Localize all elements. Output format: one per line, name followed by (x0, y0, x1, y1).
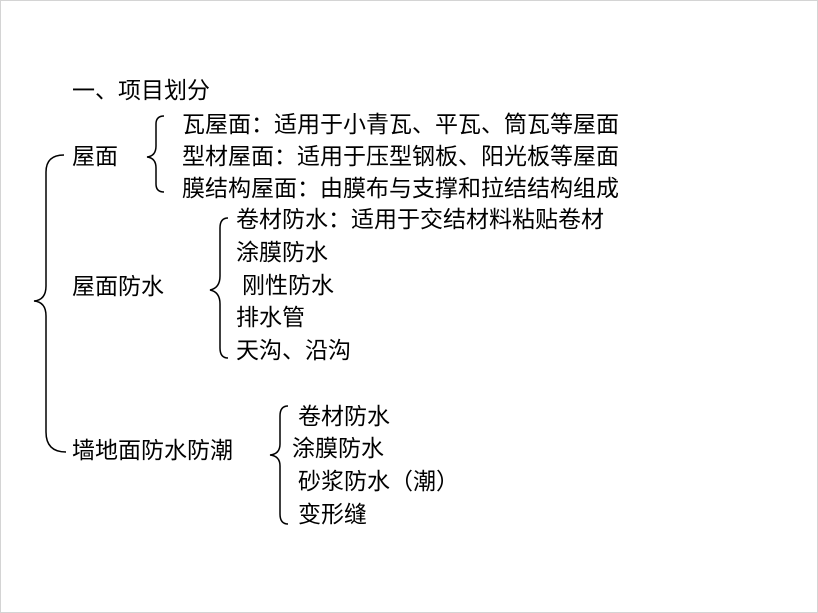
wall-floor-item: 砂浆防水（潮） (298, 469, 459, 495)
wall-floor-item: 涂膜防水 (292, 436, 384, 462)
section-label-wall-floor: 墙地面防水防潮 (72, 438, 233, 464)
wall-floor-item: 卷材防水 (298, 404, 390, 430)
section-label-roof: 屋面 (72, 144, 118, 170)
roof-waterproof-item: 天沟、沿沟 (236, 338, 351, 364)
outer-brace (33, 154, 67, 453)
roof-waterproof-item: 涂膜防水 (236, 240, 328, 266)
roof-waterproof-item: 排水管 (236, 305, 305, 331)
roof-waterproof-item: 卷材防水：适用于交结材料粘贴卷材 (236, 207, 604, 233)
roof-brace (146, 115, 165, 193)
roof-waterproof-item: 刚性防水 (242, 273, 334, 299)
roof-item: 瓦屋面：适用于小青瓦、平瓦、筒瓦等屋面 (182, 112, 619, 138)
roof-item: 型材屋面：适用于压型钢板、阳光板等屋面 (182, 144, 619, 170)
section-label-roof-waterproof: 屋面防水 (72, 274, 164, 300)
page-title: 一、项目划分 (72, 78, 210, 104)
roof-waterproof-brace (209, 217, 229, 359)
wall-floor-item: 变形缝 (298, 502, 367, 528)
roof-item: 膜结构屋面：由膜布与支撑和拉结结构组成 (182, 176, 619, 202)
wall-floor-brace (269, 405, 289, 525)
